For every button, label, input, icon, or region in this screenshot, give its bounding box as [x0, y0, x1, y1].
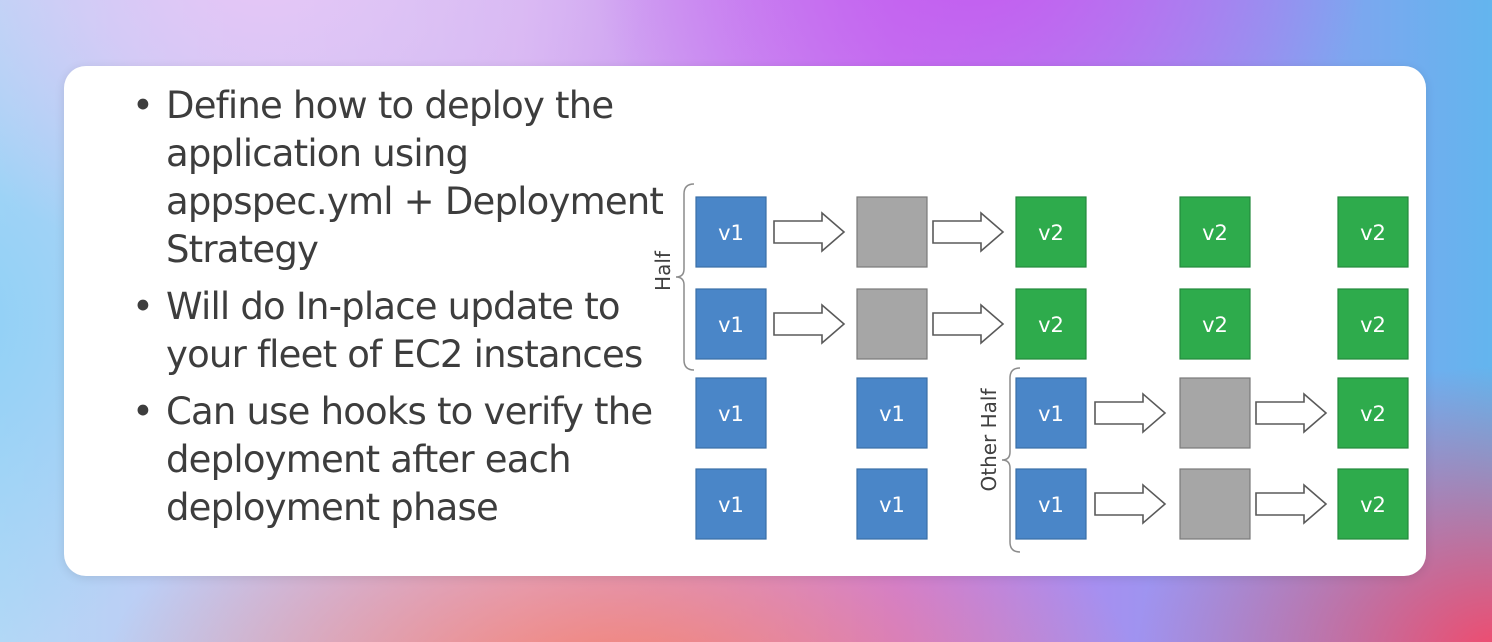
- bullet-dot: •: [132, 390, 154, 433]
- instance-updating-box: [1179, 377, 1251, 449]
- right-arrow-icon: [1094, 392, 1167, 434]
- instance-updating-box: [1179, 468, 1251, 540]
- instance-v1-box: [1015, 377, 1087, 449]
- instance-v2-label: v2: [1202, 313, 1228, 337]
- instance-v2-box: [1015, 288, 1087, 360]
- bullet-line: deployment after each: [166, 438, 572, 481]
- instance-v2-label: v2: [1360, 493, 1386, 517]
- instance-v1-box: [695, 468, 767, 540]
- bullet-line: deployment phase: [166, 486, 499, 529]
- instance-v1-label: v1: [879, 493, 905, 517]
- instance-v2-label: v2: [1360, 221, 1386, 245]
- instance-v1-label: v1: [718, 493, 744, 517]
- bullet-line: Define how to deploy the: [166, 84, 614, 127]
- bullet-item: • Define how to deploy the application u…: [114, 82, 674, 274]
- instance-v2-label: v2: [1360, 313, 1386, 337]
- instance-v2-label: v2: [1038, 221, 1064, 245]
- other-half-label: Other Half: [977, 388, 1001, 492]
- instance-updating-box: [856, 196, 928, 268]
- bullet-line: Strategy: [166, 228, 319, 271]
- right-arrow-icon: [773, 211, 846, 253]
- instance-v2-box: [1337, 377, 1409, 449]
- bullet-item: • Will do In-place update to your fleet …: [114, 283, 674, 379]
- half-brace: [675, 183, 695, 371]
- instance-v1-label: v1: [879, 402, 905, 426]
- bullet-line: your fleet of EC2 instances: [166, 333, 643, 376]
- bullet-dot: •: [132, 84, 154, 127]
- right-arrow-icon: [932, 303, 1005, 345]
- instance-v1-box: [856, 468, 928, 540]
- instance-v2-box: [1337, 288, 1409, 360]
- instance-v2-box: [1337, 468, 1409, 540]
- instance-v2-label: v2: [1360, 402, 1386, 426]
- instance-updating-box: [856, 288, 928, 360]
- instance-v1-label: v1: [1038, 493, 1064, 517]
- bullet-item: • Can use hooks to verify the deployment…: [114, 388, 674, 532]
- instance-v1-box: [1015, 468, 1087, 540]
- bullet-line: Will do In-place update to: [166, 285, 621, 328]
- instance-v1-box: [695, 288, 767, 360]
- half-label: Half: [651, 250, 675, 291]
- right-arrow-icon: [1255, 483, 1328, 525]
- bullet-line: appspec.yml + Deployment: [166, 180, 664, 223]
- instance-v2-box: [1015, 196, 1087, 268]
- instance-v2-label: v2: [1202, 221, 1228, 245]
- bullet-line: application using: [166, 132, 469, 175]
- right-arrow-icon: [932, 211, 1005, 253]
- instance-v1-box: [695, 377, 767, 449]
- instance-v2-label: v2: [1038, 313, 1064, 337]
- instance-v1-box: [856, 377, 928, 449]
- instance-v2-box: [1179, 196, 1251, 268]
- bullet-dot: •: [132, 285, 154, 328]
- instance-v1-box: [695, 196, 767, 268]
- instance-v1-label: v1: [718, 221, 744, 245]
- instance-v1-label: v1: [718, 313, 744, 337]
- bullet-line: Can use hooks to verify the: [166, 390, 653, 433]
- instance-v1-label: v1: [1038, 402, 1064, 426]
- instance-v1-label: v1: [718, 402, 744, 426]
- instance-v2-box: [1179, 288, 1251, 360]
- right-arrow-icon: [773, 303, 846, 345]
- instance-v2-box: [1337, 196, 1409, 268]
- right-arrow-icon: [1255, 392, 1328, 434]
- other-half-brace: [1001, 367, 1021, 553]
- bullet-list: • Define how to deploy the application u…: [114, 82, 674, 541]
- right-arrow-icon: [1094, 483, 1167, 525]
